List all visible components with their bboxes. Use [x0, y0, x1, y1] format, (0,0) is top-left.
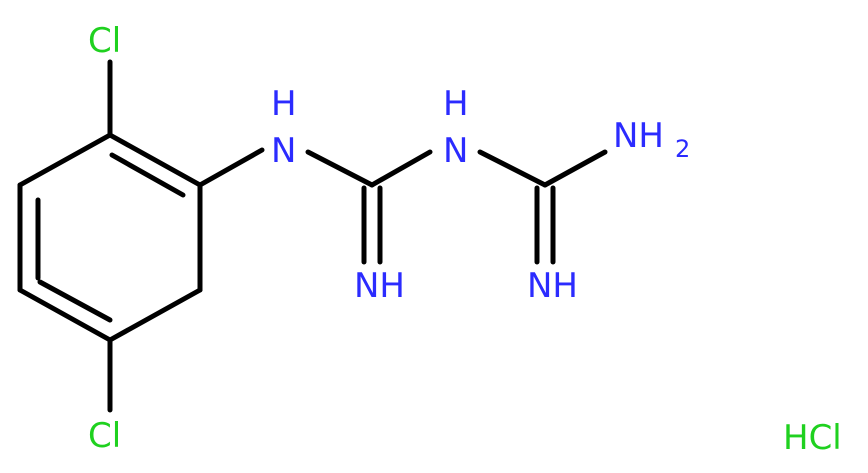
- ring-double-bond-3: [37, 279, 113, 323]
- imine-left-label: NH: [354, 266, 405, 306]
- amine-mid-h-label: H: [443, 84, 469, 124]
- bond-ring-to-nh: [197, 147, 265, 188]
- ring-bond-top-right: [107, 132, 203, 188]
- salt-label: HCl: [783, 418, 842, 458]
- amine-left-n-label: N: [271, 131, 296, 171]
- imine-right-label: NH: [527, 266, 578, 306]
- amine-left-h-label: H: [271, 84, 297, 124]
- amine-mid-n-label: N: [443, 131, 468, 171]
- amino-nh2-label: NH: [613, 116, 664, 156]
- ring-bond-top-left: [17, 132, 113, 188]
- bond-nh-to-c1: [305, 149, 375, 188]
- ring-bond-bottom-right: [107, 287, 203, 343]
- chlorine-bottom-label: Cl: [88, 416, 121, 456]
- bond-nh-mid-to-c2: [477, 149, 548, 188]
- chlorine-top-label: Cl: [88, 21, 121, 61]
- ring-bond-bottom-left: [17, 287, 113, 343]
- bond-c2-to-nh2: [542, 149, 608, 188]
- ring-double-bond-1: [109, 152, 186, 198]
- bond-c1-to-nh-mid: [369, 149, 433, 188]
- amino-nh2-subscript: 2: [675, 135, 690, 163]
